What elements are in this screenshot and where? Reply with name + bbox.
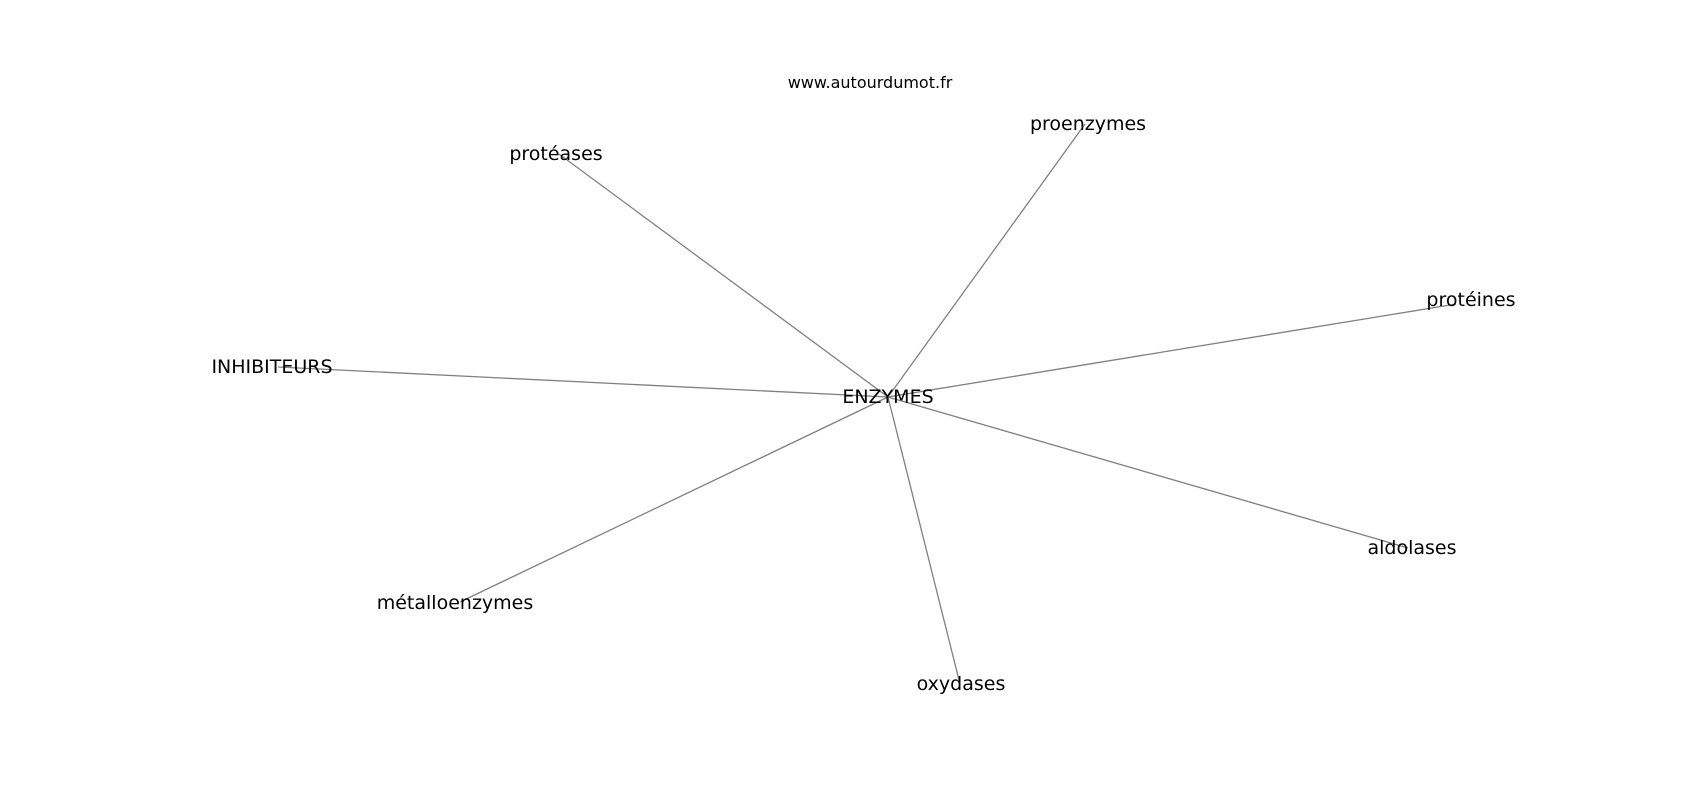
- edge-enzymes-proteases: [558, 153, 889, 398]
- edge-enzymes-oxydases: [887, 396, 961, 685]
- edge-enzymes-proenzymes: [887, 123, 1086, 398]
- edge-enzymes-proteines: [887, 303, 1457, 398]
- edge-enzymes-aldolases: [887, 396, 1409, 549]
- edges: [277, 123, 1457, 685]
- node-aldolases[interactable]: aldolases: [1367, 537, 1456, 559]
- edge-enzymes-metalloenzymes: [459, 396, 889, 603]
- node-proteines[interactable]: protéines: [1426, 289, 1515, 311]
- node-metalloenzymes[interactable]: métalloenzymes: [377, 592, 534, 614]
- watermark[interactable]: www.autourdumot.fr: [788, 73, 953, 92]
- node-inhibiteurs[interactable]: INHIBITEURS: [211, 356, 332, 378]
- node-proenzymes[interactable]: proenzymes: [1030, 113, 1146, 135]
- node-oxydases[interactable]: oxydases: [917, 673, 1006, 695]
- labels: www.autourdumot.fr ENZYMES protéases pro…: [211, 73, 1515, 695]
- node-proteases[interactable]: protéases: [509, 143, 602, 165]
- node-center-enzymes[interactable]: ENZYMES: [842, 386, 933, 408]
- edge-enzymes-inhibiteurs: [277, 366, 889, 398]
